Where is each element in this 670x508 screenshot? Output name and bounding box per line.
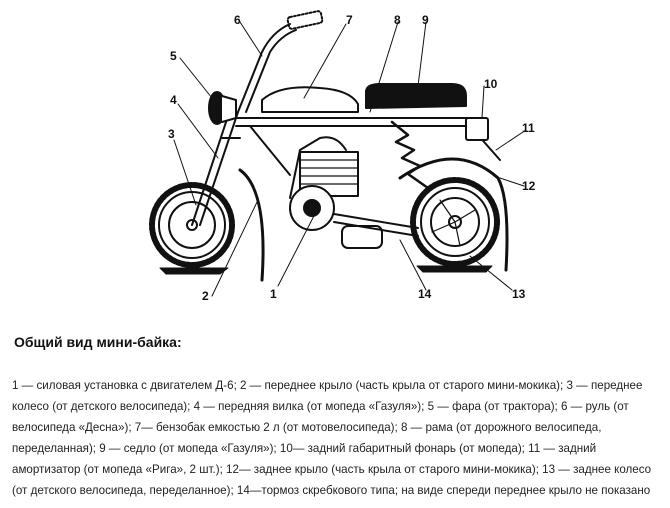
front-fork bbox=[191, 109, 241, 226]
callout-9: 9 bbox=[422, 13, 429, 27]
handlebar bbox=[237, 10, 324, 113]
headlight bbox=[208, 91, 237, 125]
saddle bbox=[365, 83, 467, 109]
callout-5: 5 bbox=[170, 49, 177, 63]
caption-title: Общий вид мини-байка: bbox=[14, 334, 182, 350]
callout-labels: 1 2 3 4 5 6 7 8 9 10 11 12 13 14 bbox=[168, 13, 536, 303]
callout-8: 8 bbox=[394, 13, 401, 27]
fuel-tank bbox=[261, 86, 359, 113]
callout-1: 1 bbox=[270, 287, 277, 301]
front-wheel bbox=[149, 182, 235, 275]
callout-13: 13 bbox=[512, 287, 526, 301]
callout-4: 4 bbox=[170, 93, 177, 107]
rear-shock bbox=[390, 120, 430, 190]
leader-lines bbox=[173, 21, 527, 297]
callout-2: 2 bbox=[202, 289, 209, 303]
callout-10: 10 bbox=[484, 77, 498, 91]
frame bbox=[235, 117, 501, 176]
callout-14: 14 bbox=[418, 287, 432, 301]
rear-wheel bbox=[410, 177, 500, 273]
callout-11: 11 bbox=[522, 121, 535, 135]
rear-fender bbox=[398, 157, 509, 272]
tail-light bbox=[465, 117, 489, 141]
callout-6: 6 bbox=[234, 13, 241, 27]
callout-7: 7 bbox=[346, 13, 353, 27]
minibike-diagram: 1 2 3 4 5 6 7 8 9 10 11 12 13 14 bbox=[149, 10, 536, 303]
engine bbox=[289, 136, 419, 249]
callout-3: 3 bbox=[168, 127, 175, 141]
front-fender bbox=[238, 168, 265, 282]
parts-legend: 1 — силовая установка с двигателем Д-6; … bbox=[12, 379, 652, 497]
callout-12: 12 bbox=[522, 179, 536, 193]
